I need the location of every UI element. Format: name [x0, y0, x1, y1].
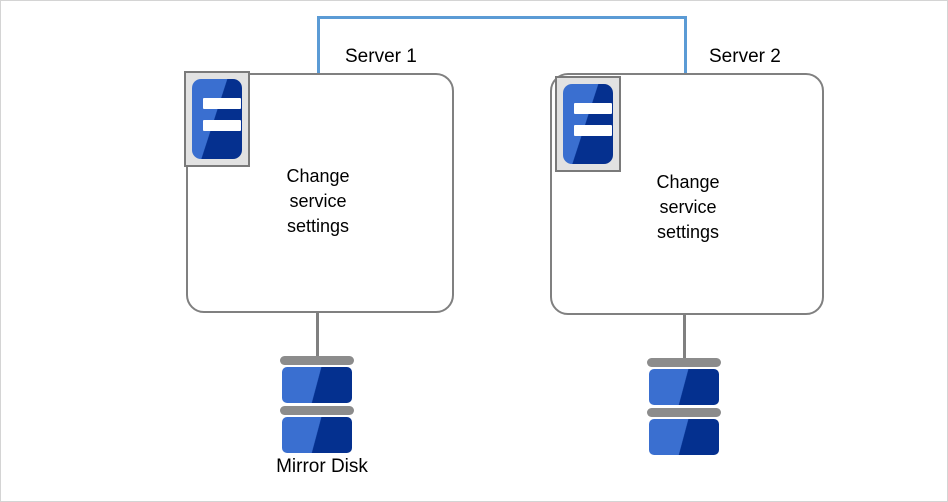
server-1-caption: Change service settings: [286, 166, 350, 236]
server-2-caption: Change service settings: [656, 172, 720, 242]
mirror-disk-label: Mirror Disk: [276, 456, 368, 477]
interconnect-line-left: [317, 16, 320, 74]
disk-plate-top: [647, 358, 721, 367]
server-icon-body: [563, 84, 613, 164]
server-icon: [555, 76, 621, 172]
disk-stack-icon: [280, 356, 354, 453]
server-icon: [184, 71, 250, 167]
interconnect-line-top: [317, 16, 687, 19]
server-icon-bar-top: [203, 98, 241, 109]
disk-body-lower: [282, 417, 352, 453]
server-icon-bar-bottom: [574, 125, 612, 136]
server-2-disk-connector: [683, 314, 686, 360]
disk-stack-icon: [647, 358, 721, 455]
disk-plate-middle: [280, 406, 354, 415]
server-icon-bar-top: [574, 103, 612, 114]
disk-plate-middle: [647, 408, 721, 417]
server-1-disk-connector: [316, 312, 319, 359]
server-icon-bar-bottom: [203, 120, 241, 131]
server-2-title: Server 2: [709, 46, 781, 67]
disk-body-lower: [649, 419, 719, 455]
disk-body-upper: [282, 367, 352, 403]
disk-body-upper: [649, 369, 719, 405]
interconnect-line-right: [684, 16, 687, 74]
disk-plate-top: [280, 356, 354, 365]
server-1-title: Server 1: [345, 46, 417, 67]
server-icon-body: [192, 79, 242, 159]
